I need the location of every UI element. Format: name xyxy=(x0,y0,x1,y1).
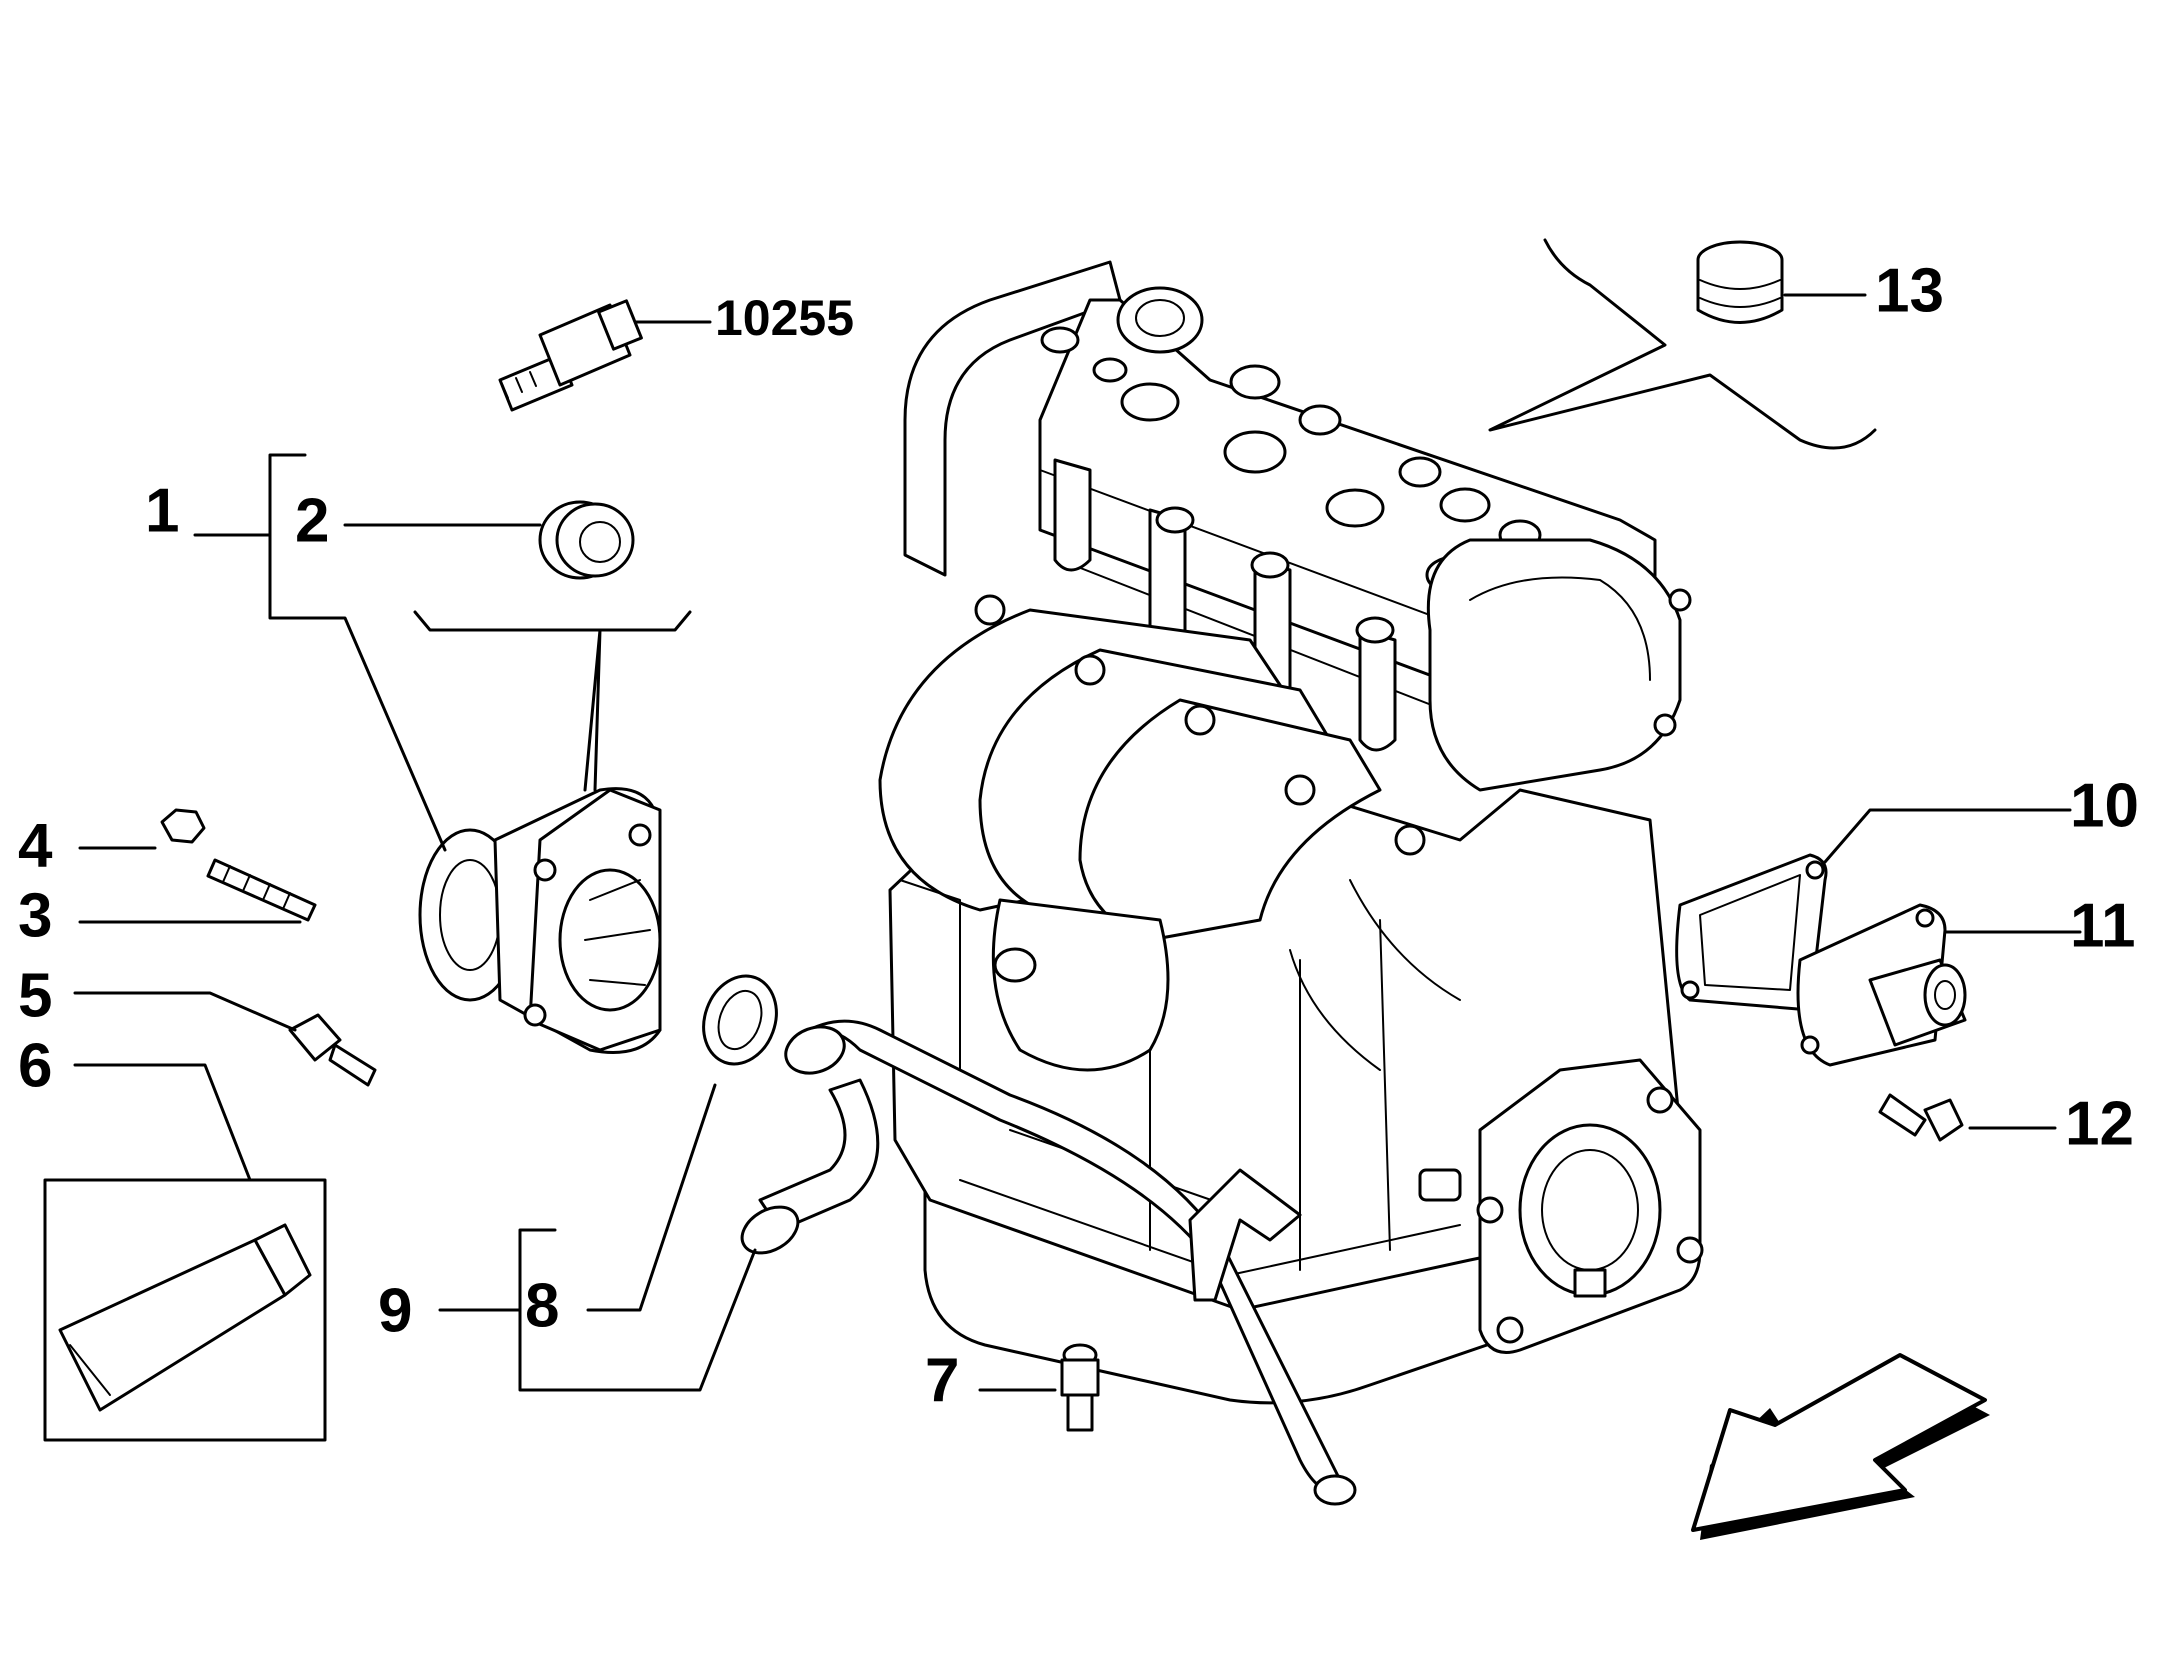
water-pump xyxy=(193,453,692,1054)
thermostat-housing xyxy=(1796,903,2082,1067)
direction-arrow-icon xyxy=(1691,1353,1990,1540)
callout-3: 3 xyxy=(18,881,52,950)
callout-11: 11 xyxy=(2070,891,2136,960)
water-pipe xyxy=(438,1019,1357,1506)
callout-6: 6 xyxy=(18,1031,52,1100)
callout-13: 13 xyxy=(1875,256,1944,325)
bolt-part xyxy=(73,991,377,1087)
callout-2: 2 xyxy=(295,486,329,555)
sealant-tube xyxy=(43,1063,327,1442)
drain-plug xyxy=(978,1343,1100,1432)
callout-7: 7 xyxy=(925,1346,959,1415)
callout-5: 5 xyxy=(18,961,52,1030)
callout-labels: 10255 1 2 4 3 5 6 9 8 7 10 11 12 13 xyxy=(18,256,2139,1415)
callout-9: 9 xyxy=(378,1276,412,1345)
callout-1: 1 xyxy=(145,476,179,545)
temperature-sensor xyxy=(498,299,712,412)
nut-and-stud xyxy=(78,808,317,924)
expansion-plug xyxy=(1488,238,1877,450)
o-ring xyxy=(586,974,778,1312)
thermostat-gasket xyxy=(1675,808,2072,1012)
callout-10255: 10255 xyxy=(715,290,854,346)
callout-10: 10 xyxy=(2070,771,2139,840)
callout-12: 12 xyxy=(2065,1089,2134,1158)
callout-8: 8 xyxy=(525,1271,559,1340)
screw-part xyxy=(1878,1093,2057,1142)
plug-part xyxy=(343,500,635,580)
engine-block xyxy=(878,260,1704,1405)
callout-4: 4 xyxy=(18,811,53,880)
